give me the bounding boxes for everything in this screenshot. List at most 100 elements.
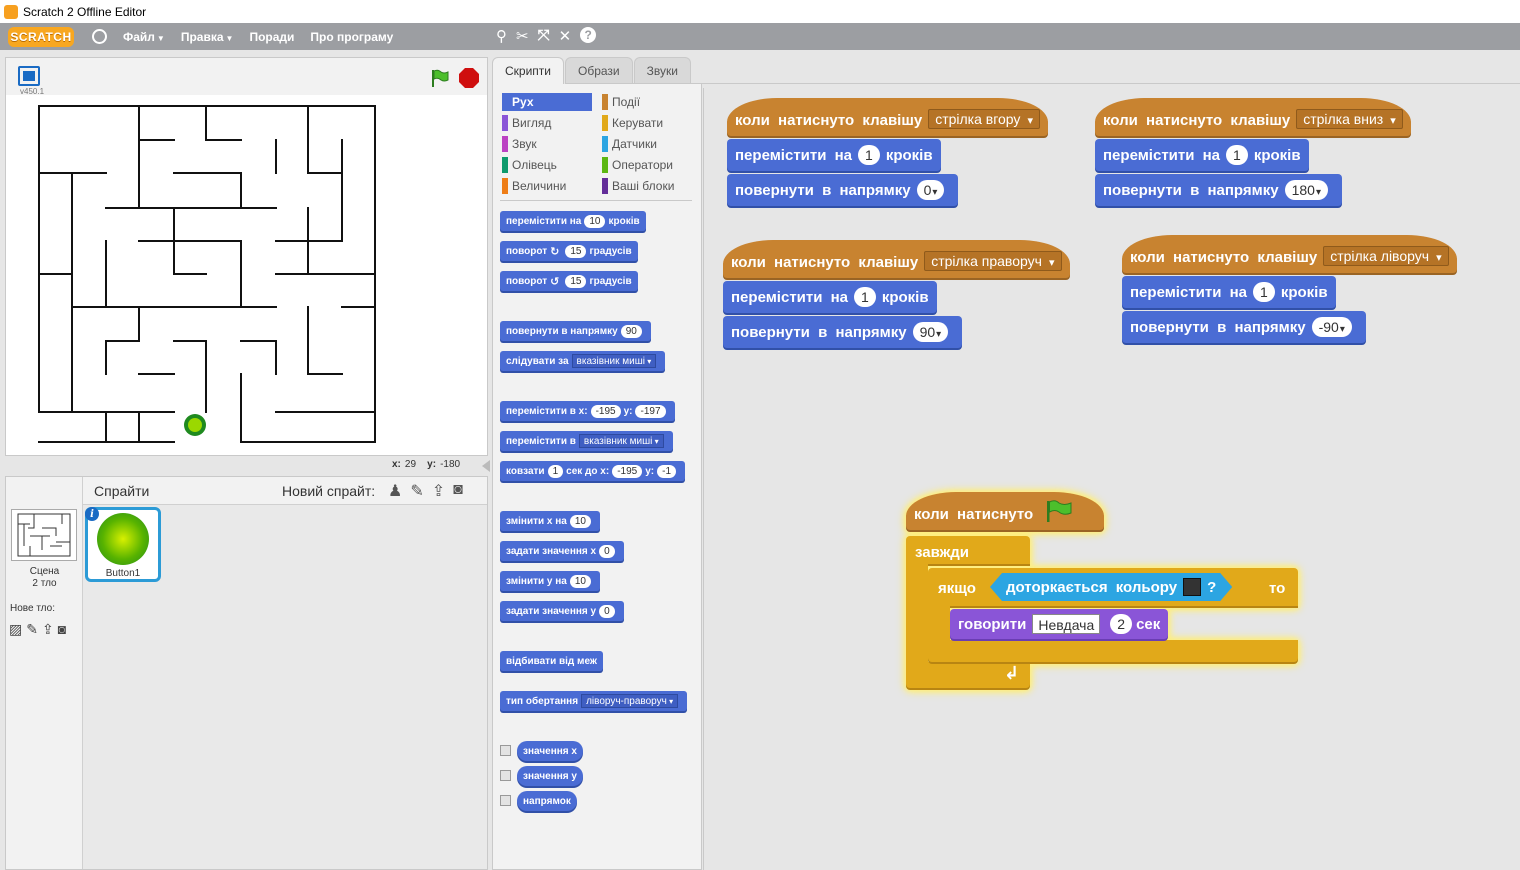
stage-canvas[interactable] xyxy=(6,95,487,455)
menu-about[interactable]: Про програму xyxy=(310,29,394,44)
tab-scripts[interactable]: Скрипти xyxy=(492,57,564,84)
help-icon[interactable]: ? xyxy=(580,27,597,43)
paint-sprite-icon[interactable]: ✎ xyxy=(410,483,424,500)
forever-label: завжди xyxy=(915,544,970,561)
sprite-library-icon[interactable]: ♟ xyxy=(388,483,403,500)
category-data[interactable]: Величини xyxy=(502,177,592,195)
stage-panel: v450.1 xyxy=(5,57,488,456)
sprite-card-button1[interactable]: Button1 i xyxy=(85,507,161,582)
backdrop-library-icon[interactable]: ▨ xyxy=(9,621,23,637)
checkbox-x-position[interactable] xyxy=(500,745,511,756)
upload-backdrop-icon[interactable]: ⇪ xyxy=(41,621,54,637)
green-flag-icon[interactable] xyxy=(429,68,449,88)
upload-sprite-icon[interactable]: ⇪ xyxy=(431,483,446,500)
tab-costumes[interactable]: Образи xyxy=(565,57,633,84)
checkbox-y-position[interactable] xyxy=(500,770,511,781)
mouse-coords: x:29 y:-180 xyxy=(392,459,461,470)
checkbox-direction[interactable] xyxy=(500,795,511,806)
duplicate-icon[interactable]: ⚲ xyxy=(496,28,507,45)
paint-backdrop-icon[interactable]: ✎ xyxy=(26,621,38,637)
key-dropdown[interactable]: стрілка праворуч xyxy=(924,251,1062,271)
block-touching-color[interactable]: доторкається кольору? xyxy=(990,573,1232,601)
key-dropdown[interactable]: стрілка ліворуч xyxy=(1323,246,1449,266)
delete-icon[interactable]: ✂ xyxy=(516,28,529,45)
stop-icon[interactable] xyxy=(459,68,479,88)
category-events[interactable]: Події xyxy=(602,93,692,111)
say-text-input[interactable]: Невдача xyxy=(1032,614,1101,634)
category-sensing[interactable]: Датчики xyxy=(602,135,692,153)
scene-thumbnail[interactable] xyxy=(11,509,77,561)
say-secs-input[interactable]: 2 xyxy=(1110,614,1133,634)
grow-icon[interactable]: ⤧ xyxy=(537,27,550,44)
sprite-thumbnail xyxy=(97,513,149,565)
collapse-stage-icon[interactable] xyxy=(482,460,490,472)
category-control[interactable]: Керувати xyxy=(602,114,692,132)
new-sprite-icons: ♟ ✎ ⇪ ◙ xyxy=(388,481,463,501)
color-swatch[interactable] xyxy=(1183,578,1201,596)
key-dropdown[interactable]: стрілка вгору xyxy=(928,109,1041,129)
script-green-flag[interactable]: коли натиснуто завжди ↲ якщо доторкаєтьс… xyxy=(906,492,1298,692)
block-point-direction[interactable]: повернути в напрямку-90 xyxy=(1122,311,1366,343)
new-backdrop-label: Нове тло: xyxy=(10,603,55,614)
category-looks[interactable]: Вигляд xyxy=(502,114,592,132)
tab-divider xyxy=(565,83,1520,84)
category-motion[interactable]: Рух xyxy=(502,93,592,111)
scratch-logo[interactable]: SCRATCH xyxy=(8,26,74,47)
reporter-x-position[interactable]: значення x xyxy=(517,741,583,761)
tab-sounds[interactable]: Звуки xyxy=(633,57,691,84)
fullscreen-icon[interactable] xyxy=(18,66,40,86)
camera-sprite-icon[interactable]: ◙ xyxy=(453,481,463,498)
camera-backdrop-icon[interactable]: ◙ xyxy=(57,621,67,637)
toolbar-icons: ⚲ ✂ ⤧ ✕ ? xyxy=(496,27,597,45)
menu-bar: SCRATCH Файл▼ Правка▼ Поради Про програм… xyxy=(0,23,1520,50)
globe-icon[interactable] xyxy=(92,29,107,44)
block-bounce[interactable]: відбивати від меж xyxy=(500,651,603,671)
menu-edit[interactable]: Правка▼ xyxy=(180,29,234,44)
hat-when-flag-clicked[interactable]: коли натиснуто xyxy=(906,492,1104,530)
menu-file[interactable]: Файл▼ xyxy=(123,29,165,44)
reporter-y-position[interactable]: значення y xyxy=(517,766,583,786)
category-pen[interactable]: Олівець xyxy=(502,156,592,174)
info-icon[interactable]: i xyxy=(85,507,99,521)
category-operators[interactable]: Оператори xyxy=(602,156,692,174)
block-forever[interactable] xyxy=(906,536,1030,564)
key-dropdown[interactable]: стрілка вниз xyxy=(1296,109,1403,129)
reporter-direction[interactable]: напрямок xyxy=(517,791,577,811)
shrink-icon[interactable]: ✕ xyxy=(558,28,572,45)
window-title: Scratch 2 Offline Editor xyxy=(23,4,147,19)
forever-arm xyxy=(906,562,928,667)
category-sound[interactable]: Звук xyxy=(502,135,592,153)
menu-tips[interactable]: Поради xyxy=(249,29,295,44)
category-more-blocks[interactable]: Ваші блоки xyxy=(602,177,692,195)
